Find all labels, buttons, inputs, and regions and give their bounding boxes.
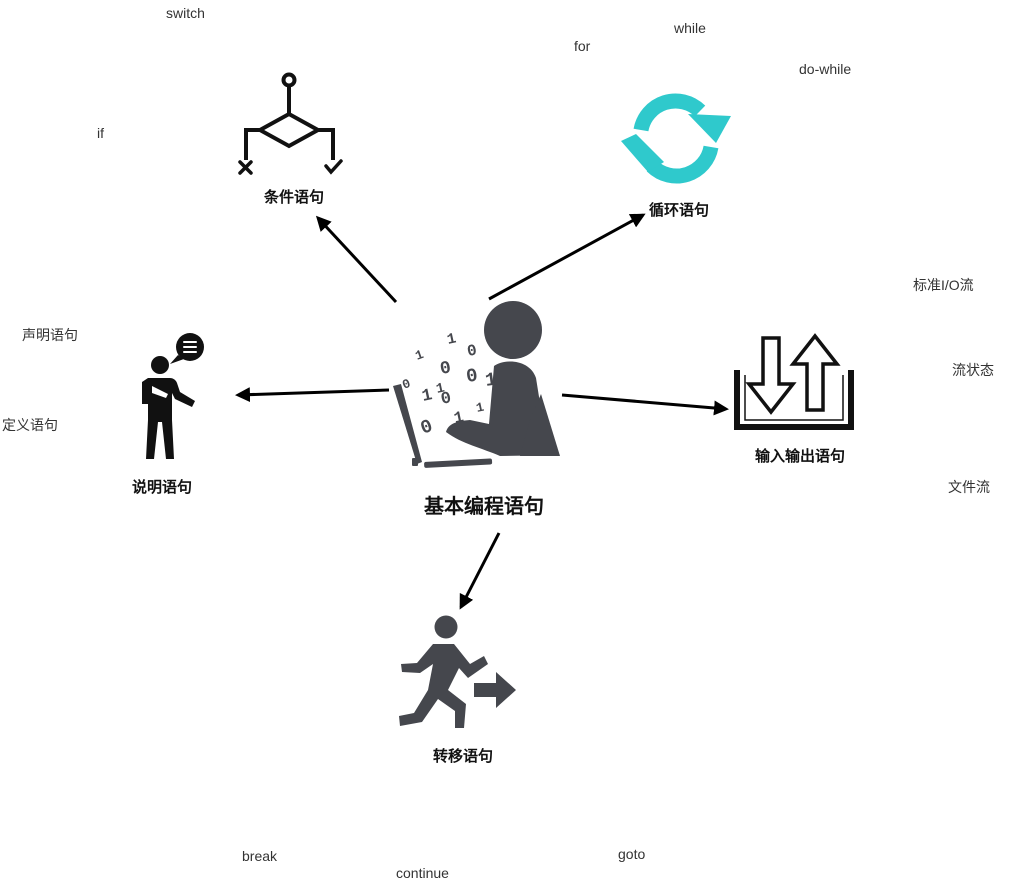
arrow-to-jump [459,532,501,610]
arrow-to-loop [488,213,646,301]
binary-glyph: 0 [439,358,453,380]
io-item-state: 流状态 [952,362,994,378]
conditional-title: 条件语句 [263,189,325,206]
jump-title: 转移语句 [432,748,494,765]
declaration-title: 说明语句 [131,479,193,496]
io-item-file: 文件流 [948,479,990,495]
jump-item-goto: goto [618,846,646,862]
conditional-item-switch: switch [166,5,205,21]
arrow-to-conditional [315,215,398,304]
center-title: 基本编程语句 [424,496,544,518]
binary-glyph: 0 [439,389,453,410]
binary-glyph: 1 [452,408,465,428]
loop-item-while: while [674,20,706,36]
binary-glyph: 1 [475,400,486,416]
io-title: 输入输出语句 [754,448,846,465]
binary-glyph: 1 [420,386,434,407]
binary-glyph: 1 [446,330,458,349]
arrow-to-declaration [235,387,390,403]
jump-item-continue: continue [396,865,449,881]
loop-item-for: for [574,38,591,54]
loop-item-do-while: do-while [799,61,852,77]
binary-glyph: 0 [465,365,479,388]
conditional-item-if: if [97,125,104,141]
binary-glyph: 0 [466,342,479,361]
binary-glyph: 1 [484,369,498,392]
arrow-to-io [561,393,729,416]
binary-glyph: 1 [435,380,447,397]
loop-title: 循环语句 [648,202,710,219]
io-item-standard: 标准I/O流 [913,277,974,293]
jump-item-break: break [242,848,278,864]
declaration-item-declare: 声明语句 [22,327,78,343]
declaration-item-define: 定义语句 [2,417,58,433]
